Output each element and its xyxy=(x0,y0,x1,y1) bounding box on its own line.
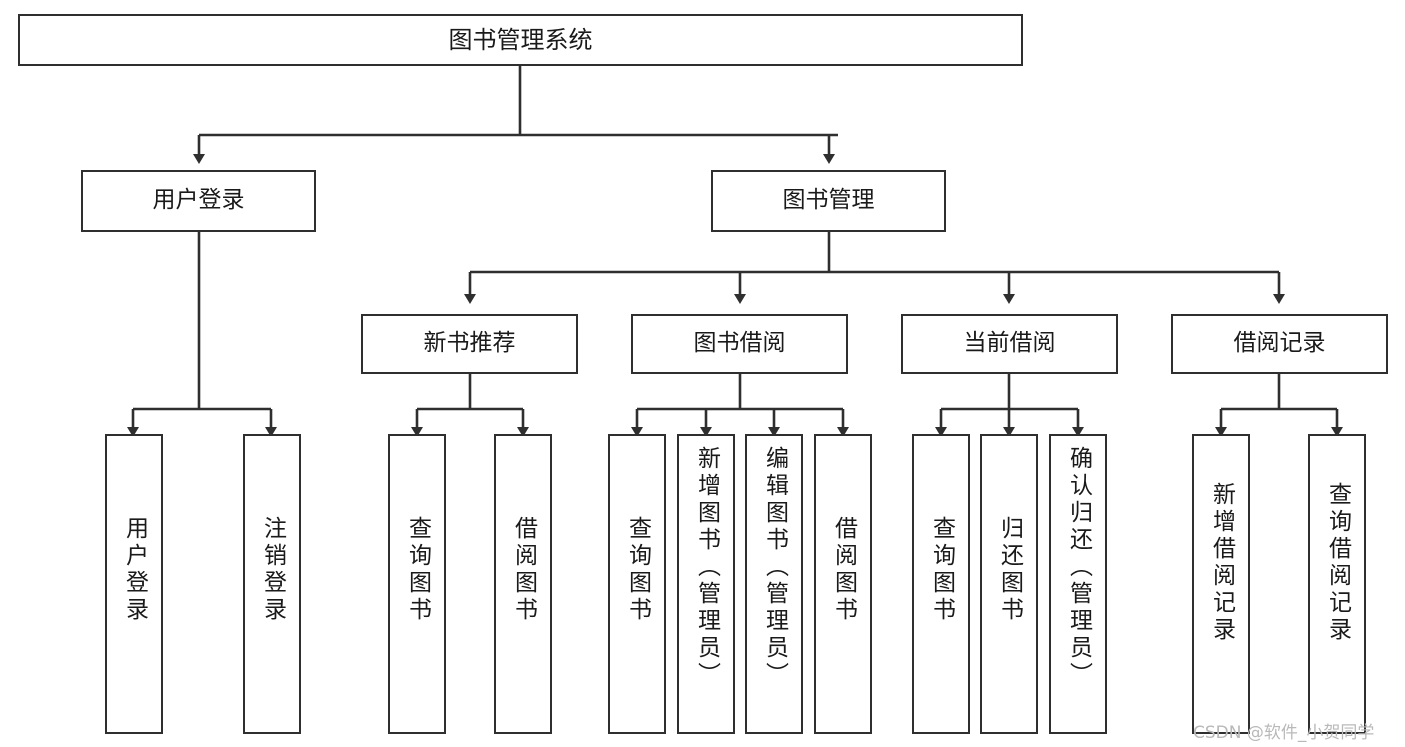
node-book-management-label: 图书管理 xyxy=(782,187,875,214)
leaf-current-query-book-label: 查询图书 xyxy=(928,516,955,624)
leaf-user-login[interactable]: 用户登录 xyxy=(105,434,163,734)
leaf-current-confirm-return-label: 确认归还（管理员） xyxy=(1065,446,1092,689)
leaf-current-return-book-label: 归还图书 xyxy=(996,516,1023,624)
leaf-newbook-borrow-book-label: 借阅图书 xyxy=(510,516,537,624)
leaf-borrow-edit-book[interactable]: 编辑图书（管理员） xyxy=(745,434,803,734)
node-book-borrow[interactable]: 图书借阅 xyxy=(631,314,848,374)
node-book-borrow-label: 图书借阅 xyxy=(693,330,786,357)
watermark: CSDN @软件_小贺同学 xyxy=(1193,723,1375,743)
leaf-current-return-book[interactable]: 归还图书 xyxy=(980,434,1038,734)
leaf-current-query-book[interactable]: 查询图书 xyxy=(912,434,970,734)
leaf-borrow-query-book[interactable]: 查询图书 xyxy=(608,434,666,734)
node-borrow-record[interactable]: 借阅记录 xyxy=(1171,314,1388,374)
node-book-management[interactable]: 图书管理 xyxy=(711,170,946,232)
leaf-record-query[interactable]: 查询借阅记录 xyxy=(1308,434,1366,734)
leaf-current-confirm-return[interactable]: 确认归还（管理员） xyxy=(1049,434,1107,734)
leaf-borrow-borrow-book[interactable]: 借阅图书 xyxy=(814,434,872,734)
node-user-login-label: 用户登录 xyxy=(152,187,245,214)
leaf-logout[interactable]: 注销登录 xyxy=(243,434,301,734)
leaf-borrow-borrow-book-label: 借阅图书 xyxy=(830,516,857,624)
leaf-borrow-edit-book-label: 编辑图书（管理员） xyxy=(761,446,788,689)
node-new-book-recommend[interactable]: 新书推荐 xyxy=(361,314,578,374)
leaf-borrow-add-book[interactable]: 新增图书（管理员） xyxy=(677,434,735,734)
node-root-label: 图书管理系统 xyxy=(448,25,593,54)
node-borrow-record-label: 借阅记录 xyxy=(1233,330,1326,357)
leaf-logout-label: 注销登录 xyxy=(259,516,286,624)
node-new-book-recommend-label: 新书推荐 xyxy=(423,330,516,357)
leaf-borrow-query-book-label: 查询图书 xyxy=(624,516,651,624)
leaf-record-add-label: 新增借阅记录 xyxy=(1208,482,1235,644)
leaf-newbook-borrow-book[interactable]: 借阅图书 xyxy=(494,434,552,734)
leaf-borrow-add-book-label: 新增图书（管理员） xyxy=(693,446,720,689)
node-root[interactable]: 图书管理系统 xyxy=(18,14,1023,66)
leaf-newbook-query-book[interactable]: 查询图书 xyxy=(388,434,446,734)
leaf-newbook-query-book-label: 查询图书 xyxy=(404,516,431,624)
node-current-borrow[interactable]: 当前借阅 xyxy=(901,314,1118,374)
leaf-record-add[interactable]: 新增借阅记录 xyxy=(1192,434,1250,734)
leaf-user-login-label: 用户登录 xyxy=(121,516,148,624)
node-user-login[interactable]: 用户登录 xyxy=(81,170,316,232)
node-current-borrow-label: 当前借阅 xyxy=(963,330,1056,357)
leaf-record-query-label: 查询借阅记录 xyxy=(1324,482,1351,644)
